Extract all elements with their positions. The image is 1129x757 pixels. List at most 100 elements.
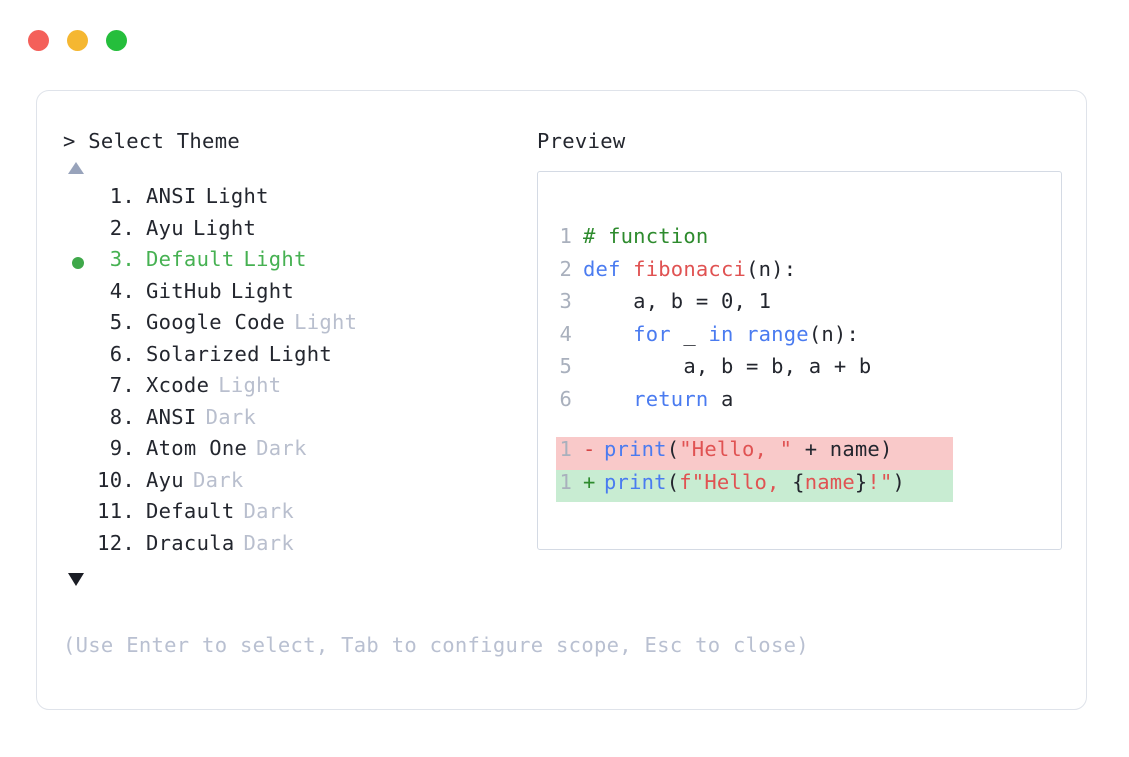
code-token: )	[892, 469, 906, 494]
theme-list-item[interactable]: 9. Atom One Dark	[63, 436, 513, 468]
code-token: (	[666, 437, 680, 461]
theme-item-variant: Light	[205, 184, 269, 208]
selected-dot	[72, 256, 84, 269]
diff-marker: +	[583, 469, 596, 494]
code-token: a, b = b, a + b	[583, 354, 872, 378]
code-token: # function	[583, 224, 709, 248]
theme-item-name: Default	[146, 247, 235, 271]
theme-item-number: 2.	[97, 215, 135, 240]
theme-item-name: ANSI	[146, 404, 197, 429]
diff-sample: 1-print("Hello, " + name)1+print(f"Hello…	[556, 437, 953, 502]
code-token: def	[583, 256, 634, 281]
line-number: 2	[559, 256, 572, 281]
theme-item-number: 8.	[97, 404, 135, 429]
code-token	[583, 322, 633, 346]
theme-item-name: Dracula	[146, 530, 235, 555]
theme-item-name: GitHub	[146, 278, 222, 303]
theme-item-number: 4.	[97, 278, 135, 303]
theme-item-number: 3.	[97, 247, 135, 271]
theme-list-item[interactable]: 6. Solarized Light	[63, 342, 513, 374]
code-token: fibonacci	[633, 256, 747, 281]
theme-list-item[interactable]: 2. Ayu Light	[63, 216, 513, 248]
code-token: {	[792, 469, 805, 494]
theme-item-variant: Dark	[205, 404, 257, 429]
line-number: 1	[559, 469, 572, 494]
code-text: # function	[583, 224, 708, 248]
theme-list-item[interactable]: 8. ANSI Dark	[63, 405, 513, 437]
keyboard-hint: (Use Enter to select, Tab to configure s…	[63, 633, 809, 657]
code-text: print("Hello, " + name)	[604, 437, 893, 461]
code-token: name	[804, 469, 855, 494]
theme-item-number: 5.	[97, 310, 135, 334]
diff-removed-line: 1-print("Hello, " + name)	[556, 437, 953, 470]
diff-added-line: 1 + print(f"Hello, {name}!")	[556, 469, 953, 502]
theme-item-variant: Light	[243, 247, 307, 271]
code-line: 3 a, b = 0, 1	[556, 289, 871, 322]
code-line: 4 for _ in range(n):	[556, 322, 871, 355]
theme-item-name: Ayu	[146, 467, 184, 492]
theme-item-number: 11.	[97, 499, 135, 523]
code-text: for _ in range(n):	[583, 322, 859, 346]
line-number: 1	[559, 437, 572, 461]
theme-item-number: 7.	[97, 373, 135, 397]
theme-item-number: 6.	[97, 341, 135, 366]
theme-item-name: Solarized	[146, 341, 260, 366]
minimize-button[interactable]	[67, 30, 88, 51]
line-number: 1	[559, 224, 572, 248]
preview-label: Preview	[537, 129, 626, 153]
code-token: a	[708, 386, 734, 411]
theme-item-name: Atom One	[146, 436, 248, 460]
theme-list-item[interactable]: 1. ANSI Light	[63, 184, 513, 216]
theme-item-variant: Light	[268, 341, 332, 366]
theme-item-name: ANSI	[146, 184, 197, 208]
code-token: _	[670, 321, 709, 346]
code-text: return a	[583, 387, 734, 411]
code-token: a, b = 0, 1	[583, 289, 772, 313]
code-token: !"	[867, 469, 893, 494]
code-text: print(f"Hello, {name}!")	[604, 470, 905, 494]
code-text: a, b = b, a + b	[583, 354, 871, 378]
diff-marker: -	[583, 437, 596, 461]
code-token: + name)	[792, 437, 893, 461]
theme-item-variant: Light	[294, 310, 358, 334]
theme-item-name: Xcode	[146, 373, 210, 397]
code-line: 6 return a	[556, 387, 871, 420]
triangle-up-icon[interactable]	[68, 162, 84, 174]
theme-item-name: Google Code	[146, 310, 286, 334]
theme-list-item[interactable]: 3. Default Light	[63, 247, 513, 279]
code-token: for	[633, 321, 671, 346]
maximize-button[interactable]	[106, 30, 127, 51]
theme-item-variant: Dark	[243, 499, 295, 523]
code-token	[583, 387, 633, 411]
code-line: 5 a, b = b, a + b	[556, 354, 871, 387]
code-token: }	[854, 469, 868, 494]
theme-item-number: 1.	[97, 184, 135, 208]
line-number: 3	[559, 289, 572, 313]
code-token: in	[708, 321, 734, 346]
theme-list-item[interactable]: 7. Xcode Light	[63, 373, 513, 405]
triangle-down-icon[interactable]	[68, 573, 84, 586]
code-token: (	[666, 469, 680, 494]
close-button[interactable]	[28, 30, 49, 51]
theme-item-number: 9.	[97, 436, 135, 460]
line-number: 4	[559, 321, 572, 346]
code-token: return	[633, 386, 709, 411]
theme-item-variant: Dark	[256, 436, 307, 460]
theme-item-variant: Light	[192, 215, 257, 240]
code-token: print	[604, 469, 667, 494]
theme-item-name: Ayu	[146, 215, 184, 240]
theme-list-item[interactable]: 5. Google Code Light	[63, 310, 513, 342]
code-token: f"Hello,	[679, 469, 793, 494]
theme-item-variant: Light	[218, 373, 282, 397]
